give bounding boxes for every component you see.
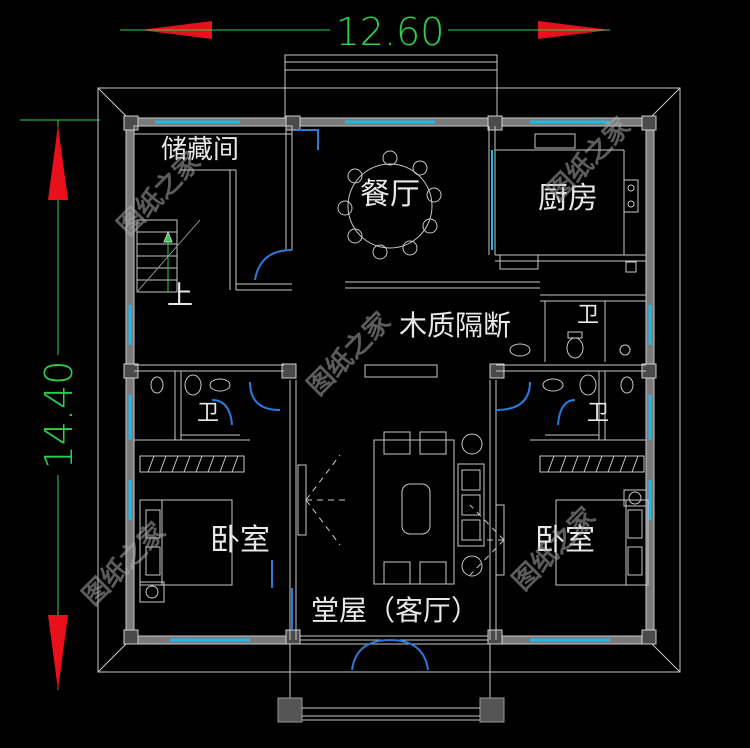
- height-dimension: 14.40: [20, 119, 100, 690]
- bed-right: [555, 489, 649, 586]
- bed-left: [139, 499, 233, 603]
- kitchen-fixtures: [499, 133, 639, 273]
- label-bath-right-top: 卫: [577, 303, 599, 328]
- label-bedroom-left: 卧室: [210, 523, 270, 558]
- doors: [211, 129, 576, 671]
- windows: [128, 120, 652, 642]
- roof-outline: [97, 87, 681, 673]
- height-label: 14.40: [37, 361, 81, 470]
- staircase: [136, 219, 201, 293]
- stair-arrow-icon: [163, 230, 173, 243]
- dining-table: [337, 150, 442, 260]
- label-living: 堂屋（客厅）: [311, 594, 479, 627]
- front-porch: [277, 639, 505, 723]
- wall-core-lines: [125, 117, 655, 645]
- width-label: 12.60: [336, 10, 445, 54]
- label-partition: 木质隔断: [399, 309, 511, 342]
- tv-view-lines: [305, 454, 505, 576]
- label-dining: 餐厅: [360, 177, 420, 212]
- label-bath-left: 卫: [197, 401, 219, 426]
- width-dimension: 12.60: [120, 8, 610, 54]
- label-storage: 储藏间: [161, 135, 239, 165]
- arrow-up-icon: [48, 125, 68, 200]
- living-furniture: [297, 431, 505, 585]
- wardrobes: [139, 455, 645, 473]
- label-kitchen: 厨房: [538, 181, 598, 216]
- arrow-down-icon: [48, 615, 68, 690]
- watermark-4: 图纸之家: [76, 516, 171, 611]
- columns: [123, 115, 657, 645]
- bath-fixtures: [150, 331, 634, 396]
- label-bedroom-right: 卧室: [535, 523, 595, 558]
- interior-walls: [133, 125, 646, 640]
- label-stair-up: 上: [167, 281, 193, 311]
- label-bath-right: 卫: [587, 401, 609, 426]
- watermark-2: 图纸之家: [301, 306, 396, 401]
